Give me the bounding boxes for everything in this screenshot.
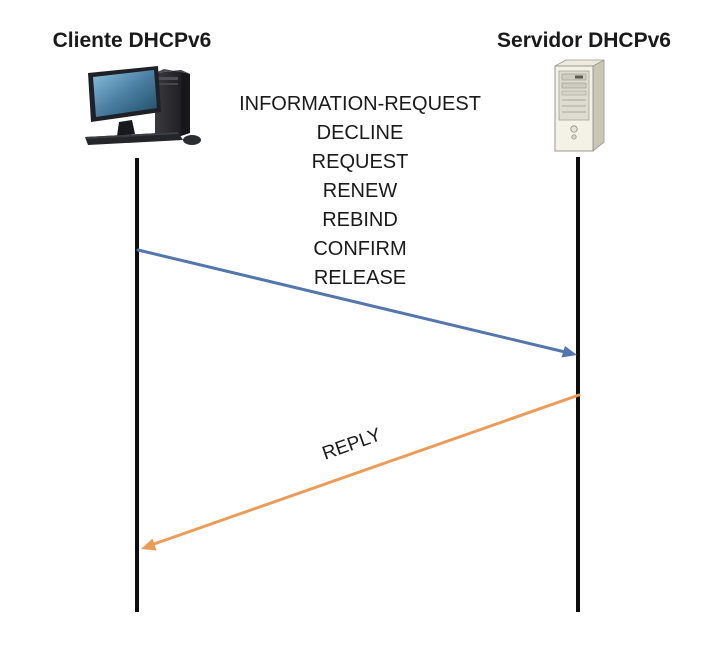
client-lifeline <box>135 158 139 612</box>
power-button <box>570 125 578 133</box>
message-label: REQUEST <box>311 151 409 173</box>
reply-arrowhead <box>141 538 157 551</box>
tower-side <box>181 70 190 136</box>
server-actor-title: Servidor DHCPv6 <box>497 29 671 52</box>
keyboard <box>85 132 183 145</box>
message-label: INFORMATION-REQUEST <box>239 93 481 115</box>
desktop-computer-icon <box>85 66 201 145</box>
monitor-screen <box>93 70 157 117</box>
tower-top <box>155 69 190 74</box>
message-label: REBIND <box>322 209 398 231</box>
server-tower-icon <box>554 59 605 152</box>
client-actor-title: Cliente DHCPv6 <box>52 29 212 52</box>
message-label: RENEW <box>322 180 398 202</box>
request-message-list: INFORMATION-REQUEST DECLINE REQUEST RENE… <box>180 90 540 293</box>
reply-arrow-line <box>152 393 581 546</box>
monitor-stand <box>117 120 135 136</box>
server-lifeline <box>576 157 580 612</box>
key-lock <box>571 134 577 140</box>
tower-front <box>155 70 181 138</box>
reply-message-label: REPLY <box>319 424 385 465</box>
message-label: CONFIRM <box>313 238 407 260</box>
message-label: DECLINE <box>316 122 404 144</box>
server-side <box>592 59 605 152</box>
request-arrowhead <box>561 346 577 358</box>
mouse <box>183 135 201 145</box>
message-label: RELEASE <box>313 267 407 289</box>
